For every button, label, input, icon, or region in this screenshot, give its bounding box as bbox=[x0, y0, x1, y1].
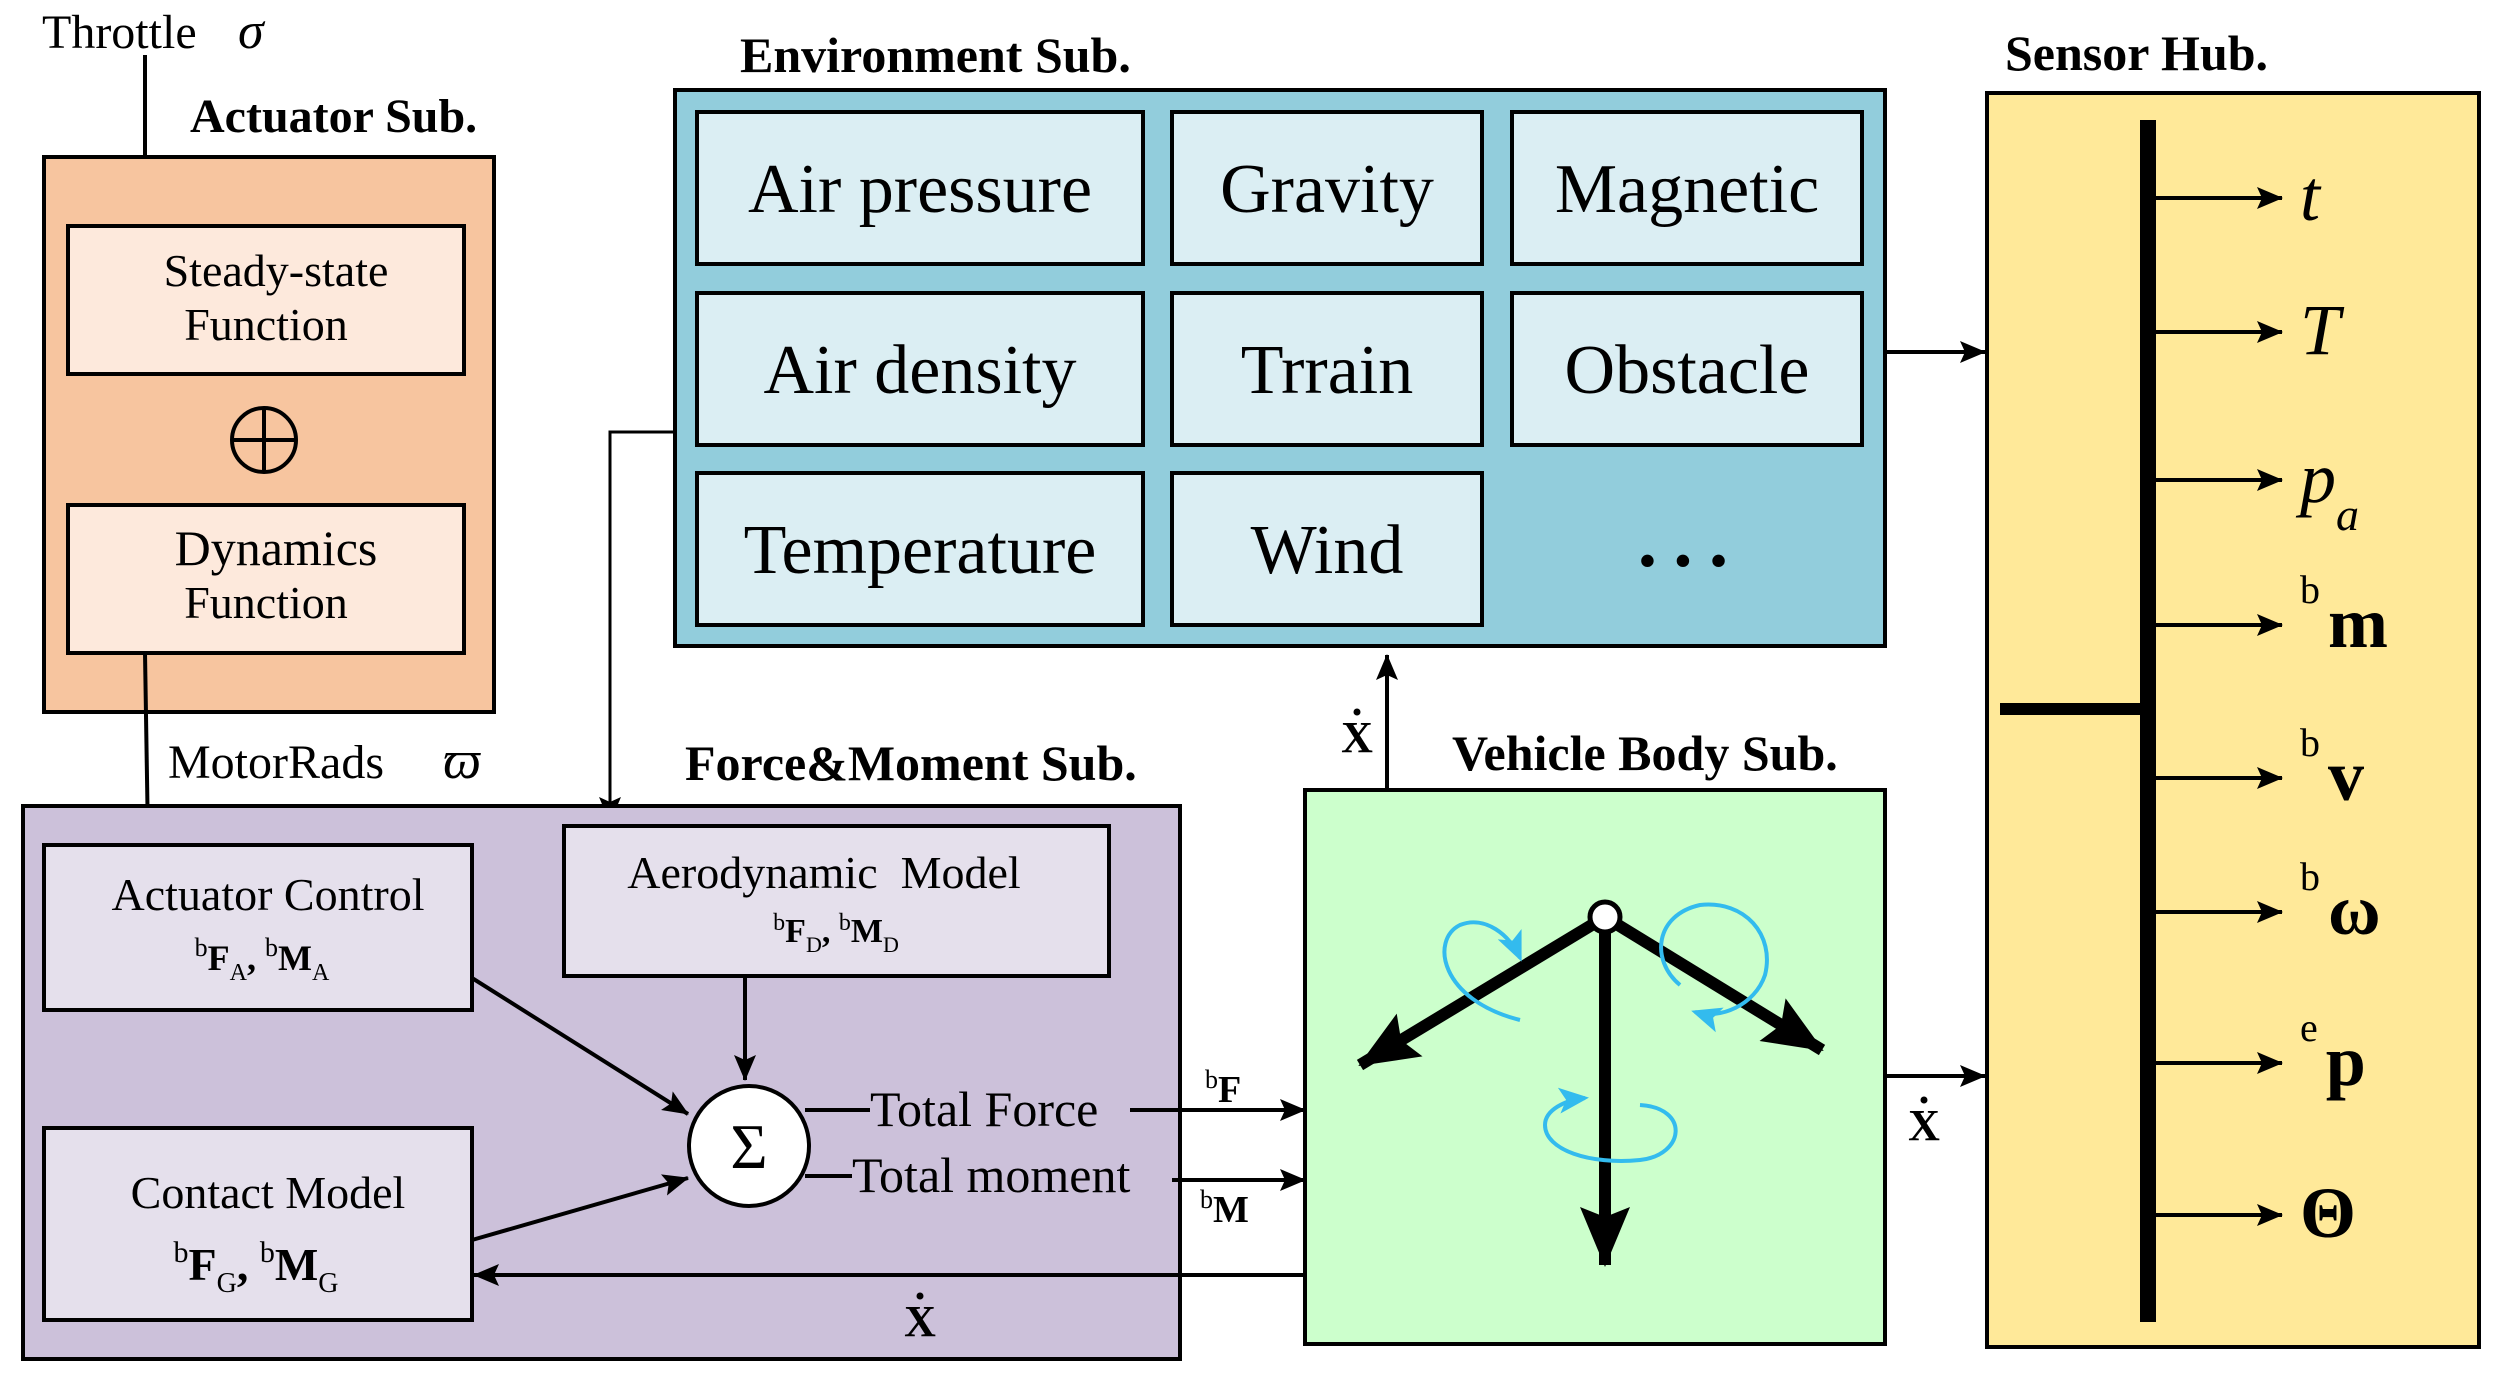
contact-model-box bbox=[42, 1126, 474, 1322]
env-cell-label: Air pressure bbox=[748, 151, 1092, 228]
env-cell-magnetic: Magnetic bbox=[1510, 110, 1864, 266]
sensor-hub-title: Sensor Hub. bbox=[2005, 25, 2268, 81]
environment-ellipsis: • • • bbox=[1639, 535, 1730, 586]
body-axes-icon bbox=[1356, 899, 1826, 1267]
rotation-arrows-icon bbox=[1442, 902, 1769, 1163]
actuator-sub-title: Actuator Sub. bbox=[190, 90, 477, 143]
motor-rads-label: MotorRads bbox=[168, 736, 384, 789]
env-cell-label: Trrain bbox=[1241, 332, 1413, 409]
xdot-right-dot bbox=[1920, 1096, 1928, 1104]
vehicle-body-sub-title: Vehicle Body Sub. bbox=[1452, 725, 1838, 781]
throttle-label: Throttle bbox=[42, 6, 197, 59]
sensor-output-1: T bbox=[2148, 290, 2345, 370]
force-moment-sub-title: Force&Moment Sub. bbox=[685, 735, 1137, 791]
sensor-output-2: pa bbox=[2148, 438, 2359, 540]
actuator-to-sum-arrow bbox=[470, 976, 690, 1116]
actuator-control-formula: bFA, bMA bbox=[195, 933, 330, 986]
contact-model-title: Contact Model bbox=[131, 1167, 406, 1218]
actuator-control-title: Actuator Control bbox=[112, 869, 425, 920]
actuator-control-box bbox=[42, 843, 474, 1012]
env-cell-gravity: Gravity bbox=[1170, 110, 1484, 266]
sensor-output-7: Θ bbox=[2148, 1173, 2356, 1253]
steady-state-label: Steady-state bbox=[164, 245, 389, 296]
contact-to-sum-arrow bbox=[471, 1174, 689, 1242]
env-cell-temperature: Temperature bbox=[695, 471, 1145, 627]
steady-function-label: Function bbox=[184, 299, 348, 350]
sensor-output-label: pa bbox=[2295, 438, 2359, 540]
body-moment-label: bM bbox=[1200, 1185, 1249, 1231]
environment-sub-title: Environment Sub. bbox=[740, 27, 1131, 83]
motor-rads-symbol: ϖ bbox=[443, 730, 481, 790]
xdot-up-dot bbox=[1353, 708, 1361, 716]
steady-state-function-box bbox=[66, 224, 466, 376]
oplus-icon bbox=[230, 406, 298, 474]
xdot-feedback-label: X bbox=[904, 1297, 936, 1346]
aerodynamic-model-title: Aerodynamic Model bbox=[627, 847, 1020, 898]
dynamics-function-box bbox=[66, 503, 466, 655]
sensor-hub bbox=[1985, 91, 2481, 1349]
sensor-output-0: t bbox=[2148, 156, 2322, 236]
xdot-up-label: X bbox=[1341, 713, 1373, 762]
contact-formula: bFG, bMG bbox=[174, 1236, 339, 1299]
dynamics-label: Dynamics bbox=[175, 520, 378, 576]
xdot-right-label: X bbox=[1908, 1101, 1940, 1150]
env-cell-trrain: Trrain bbox=[1170, 291, 1484, 447]
env-cell-label: Air density bbox=[763, 332, 1076, 409]
env-cell-wind: Wind bbox=[1170, 471, 1484, 627]
body-force-label: bF bbox=[1205, 1065, 1241, 1111]
sensor-output-label: Θ bbox=[2300, 1173, 2356, 1253]
total-moment-label: Total moment bbox=[852, 1147, 1131, 1203]
sigma-symbol: Σ bbox=[730, 1111, 767, 1182]
env-cell-label: Obstacle bbox=[1565, 332, 1810, 409]
dynamics-function-label: Function bbox=[184, 577, 348, 628]
sensor-output-label: T bbox=[2300, 290, 2345, 370]
total-force-label: Total Force bbox=[870, 1081, 1098, 1137]
env-cell-label: Gravity bbox=[1220, 151, 1434, 228]
env-cell-air-pressure: Air pressure bbox=[695, 110, 1145, 266]
env-to-aero-arrow bbox=[599, 430, 675, 823]
xdot-feedback-dot bbox=[916, 1292, 924, 1300]
sum-node bbox=[687, 1084, 811, 1208]
vehicle-body-subsystem bbox=[1303, 788, 1887, 1346]
sensor-output-label: t bbox=[2300, 156, 2322, 236]
aerodynamic-model-box bbox=[562, 824, 1111, 978]
env-cell-air-density: Air density bbox=[695, 291, 1145, 447]
env-cell-label: Wind bbox=[1251, 512, 1404, 589]
aerodynamic-formula: bFD, bMD bbox=[773, 910, 899, 957]
env-cell-obstacle: Obstacle bbox=[1510, 291, 1864, 447]
env-cell-label: Magnetic bbox=[1555, 151, 1819, 228]
throttle-symbol: σ bbox=[238, 3, 266, 60]
env-cell-label: Temperature bbox=[744, 512, 1097, 589]
